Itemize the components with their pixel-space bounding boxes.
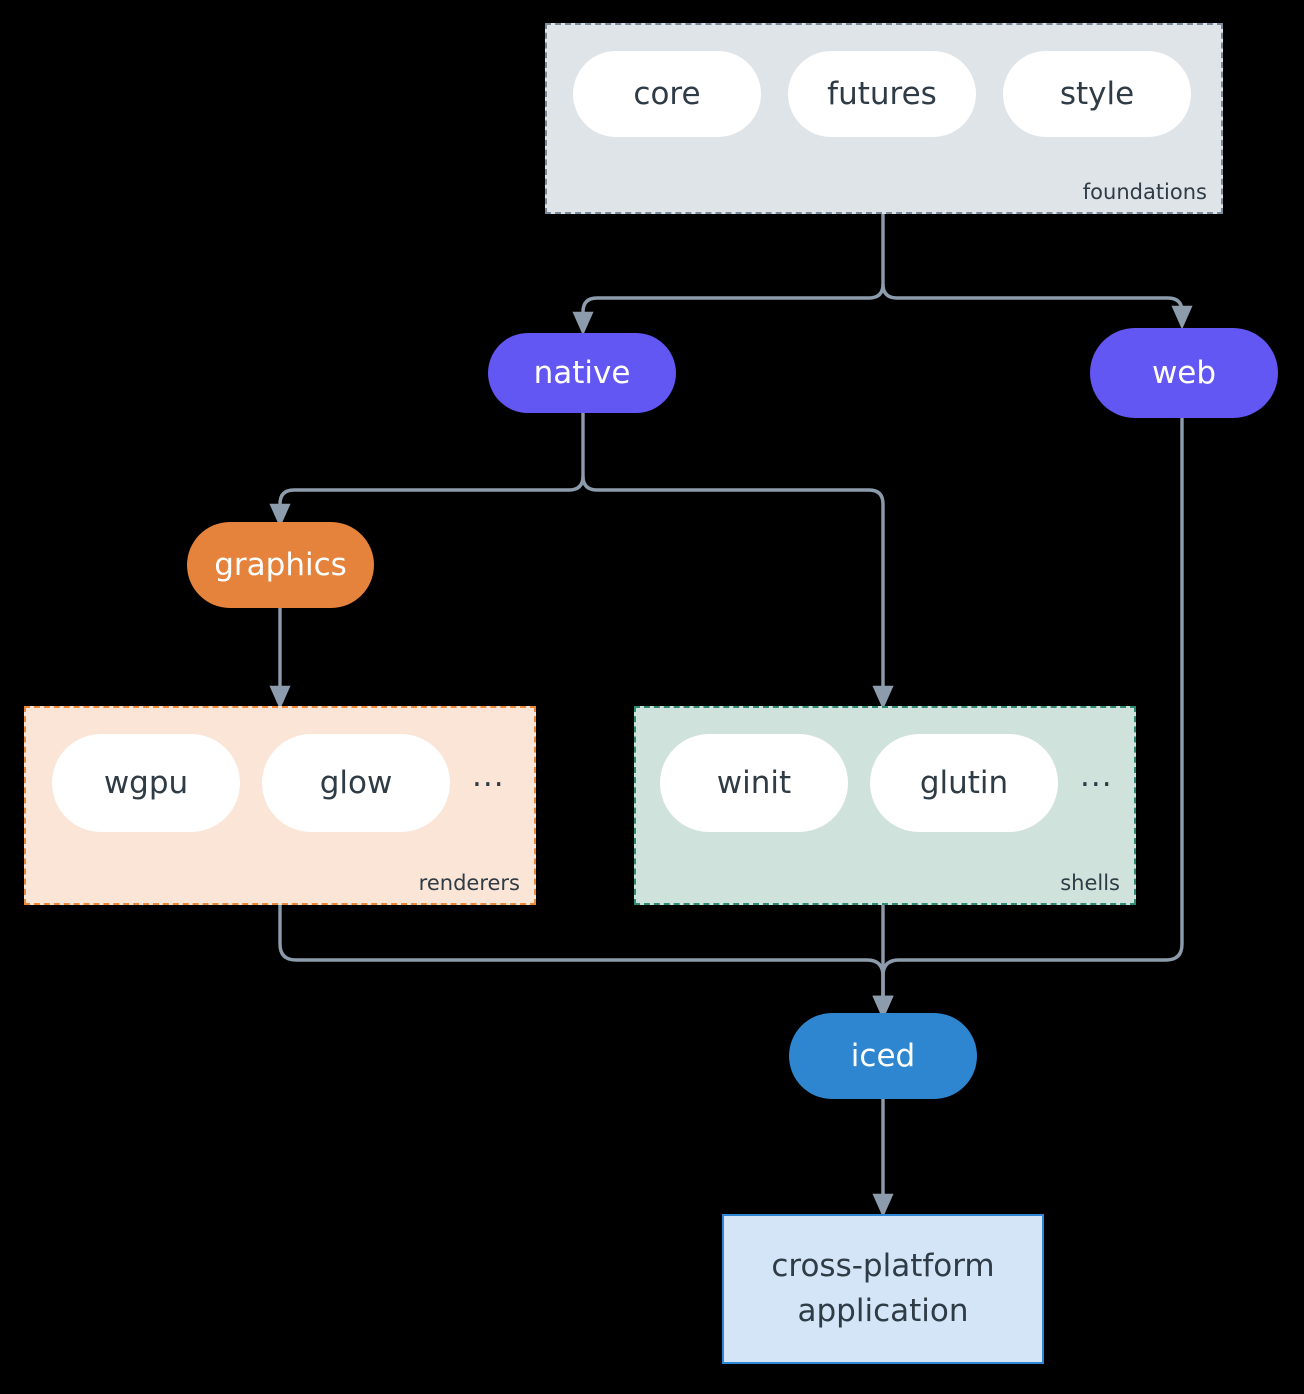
edge-foundations-to-web — [881, 283, 1193, 330]
application-line-1: cross-platform — [771, 1248, 995, 1285]
edge-native-to-shells — [581, 475, 894, 710]
chip-style[interactable]: style — [1003, 51, 1191, 137]
node-native[interactable]: native — [488, 333, 676, 413]
chip-futures[interactable]: futures — [788, 51, 976, 137]
chip-glow[interactable]: glow — [262, 734, 450, 832]
chip-wgpu[interactable]: wgpu — [52, 734, 240, 832]
node-graphics[interactable]: graphics — [187, 522, 374, 608]
group-label-shells: shells — [1060, 871, 1120, 895]
group-shells: winit glutin ... shells — [634, 706, 1136, 905]
group-renderers: wgpu glow ... renderers — [24, 706, 536, 905]
renderers-chip-row: wgpu glow ... — [52, 734, 505, 832]
group-foundations: core futures style foundations — [545, 23, 1223, 214]
edge-foundations-to-native — [572, 214, 885, 336]
chip-glutin[interactable]: glutin — [870, 734, 1058, 832]
shells-chip-row: winit glutin ... — [660, 734, 1113, 832]
chip-core[interactable]: core — [573, 51, 761, 137]
application-line-2: application — [797, 1293, 969, 1329]
edge-native-to-graphics — [269, 412, 585, 528]
group-label-foundations: foundations — [1082, 180, 1207, 204]
group-label-renderers: renderers — [418, 871, 520, 895]
shells-ellipsis: ... — [1080, 757, 1113, 794]
edge-renderers-to-iced — [278, 905, 894, 1020]
node-web[interactable]: web — [1090, 328, 1278, 418]
node-iced[interactable]: iced — [789, 1013, 977, 1099]
renderers-ellipsis: ... — [472, 757, 505, 794]
chip-winit[interactable]: winit — [660, 734, 848, 832]
foundations-chip-row: core futures style — [573, 51, 1191, 137]
node-cross-platform-application[interactable]: cross-platform application — [722, 1214, 1044, 1364]
